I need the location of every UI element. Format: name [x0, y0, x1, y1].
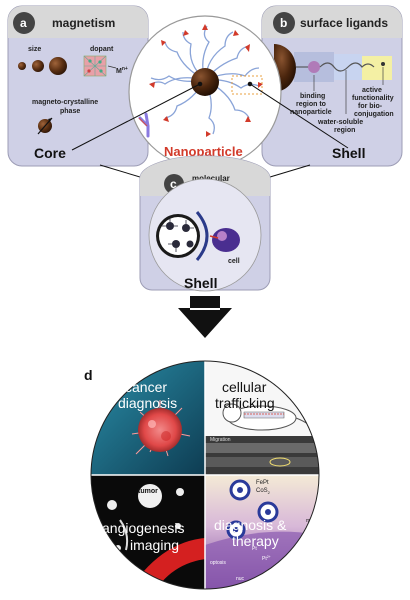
- q4-label-line1: diagnosis &: [214, 517, 287, 533]
- optosis-label: optosis: [210, 560, 226, 566]
- panel-c-letter: c: [170, 177, 177, 191]
- q1-label-line1: cancer: [125, 379, 167, 395]
- dopant-symbol: Mn+: [116, 66, 128, 75]
- shell-label-c: Shell: [184, 275, 217, 291]
- water-label-line2: region: [334, 127, 355, 134]
- cell-label: cell: [228, 258, 240, 265]
- nuc-label: nuc: [236, 576, 245, 582]
- dopant-crystal-icon: [83, 55, 107, 77]
- pt2-label: Pt2+: [262, 555, 271, 562]
- fept-label: FePt: [256, 480, 269, 486]
- quadrant-cellular-trafficking: Migration: [205, 361, 319, 475]
- q1-label-line2: diagnosis: [118, 395, 177, 411]
- mouse-icon: [222, 403, 319, 437]
- center-nanoparticle: Nanoparticle: [128, 15, 282, 169]
- panel-a-letter-circle: [13, 12, 35, 34]
- dopant-label: dopant: [90, 46, 114, 53]
- q2-label-line1: cellular: [222, 379, 267, 395]
- panel-d-applications: d: [84, 360, 320, 590]
- panel-c-inset: [148, 178, 262, 292]
- size-label: size: [28, 46, 41, 53]
- panel-b-surface-ligands: b surface ligands binding region to nano…: [261, 5, 403, 167]
- binding-label-line3: nanoparticle: [290, 109, 332, 116]
- cancer-cell: [138, 408, 182, 452]
- fept-particles: [226, 479, 279, 540]
- targeting-illustration: [156, 211, 240, 261]
- panel-d-letter: d: [84, 367, 93, 383]
- q3-label-line1: angiogenesis: [102, 520, 185, 536]
- binding-label-line2: region to: [296, 101, 326, 108]
- active-label-line3: for bio-: [358, 103, 383, 110]
- core-label: Core: [34, 145, 66, 161]
- pt-label: Pt: [252, 546, 257, 552]
- phase-label-line2: phase: [60, 108, 80, 115]
- mri-strip: [205, 436, 319, 475]
- q4-label-line2: therapy: [232, 533, 279, 549]
- size-sphere-small: [18, 62, 26, 70]
- q3-label-line2: imaging: [130, 537, 179, 553]
- tumor-label: tumor: [138, 488, 158, 495]
- phase-label-line1: magneto-crystalline: [32, 99, 98, 106]
- water-label-line1: water-soluble: [317, 119, 363, 126]
- panel-c-molecular-targeting: c molecular targeting cell Shell: [139, 155, 271, 292]
- panel-d-outline: [90, 360, 320, 590]
- size-sphere-large: [49, 57, 67, 75]
- shell-label-b: Shell: [332, 145, 365, 161]
- active-label-line1: active: [362, 87, 382, 94]
- panel-a-magnetism: a magnetism size dopant Mn+ magneto-crys…: [7, 5, 149, 167]
- central-core-sphere: [191, 68, 219, 96]
- active-label-line2: functionality: [352, 95, 394, 102]
- size-sphere-medium: [32, 60, 44, 72]
- panel-b-title: surface ligands: [300, 16, 388, 30]
- panel-a-letter: a: [20, 16, 27, 30]
- panel-b-letter: b: [280, 16, 287, 30]
- migration-label: Migration: [210, 437, 231, 443]
- tumor-blob: [138, 484, 162, 508]
- down-arrow: [178, 296, 232, 338]
- panel-c-title-line1: molecular: [192, 174, 230, 183]
- binding-label-line1: binding: [300, 93, 325, 100]
- magnetic-core-icon: [37, 117, 53, 135]
- active-label-line4: conjugation: [354, 111, 394, 118]
- panel-b-letter-circle: [273, 12, 295, 34]
- cos-label: CoS2: [256, 488, 271, 495]
- antibody-icon: [138, 112, 150, 138]
- nanoparticle-label: Nanoparticle: [164, 144, 243, 159]
- q2-label-line2: trafficking: [215, 395, 275, 411]
- panel-a-title: magnetism: [52, 16, 115, 30]
